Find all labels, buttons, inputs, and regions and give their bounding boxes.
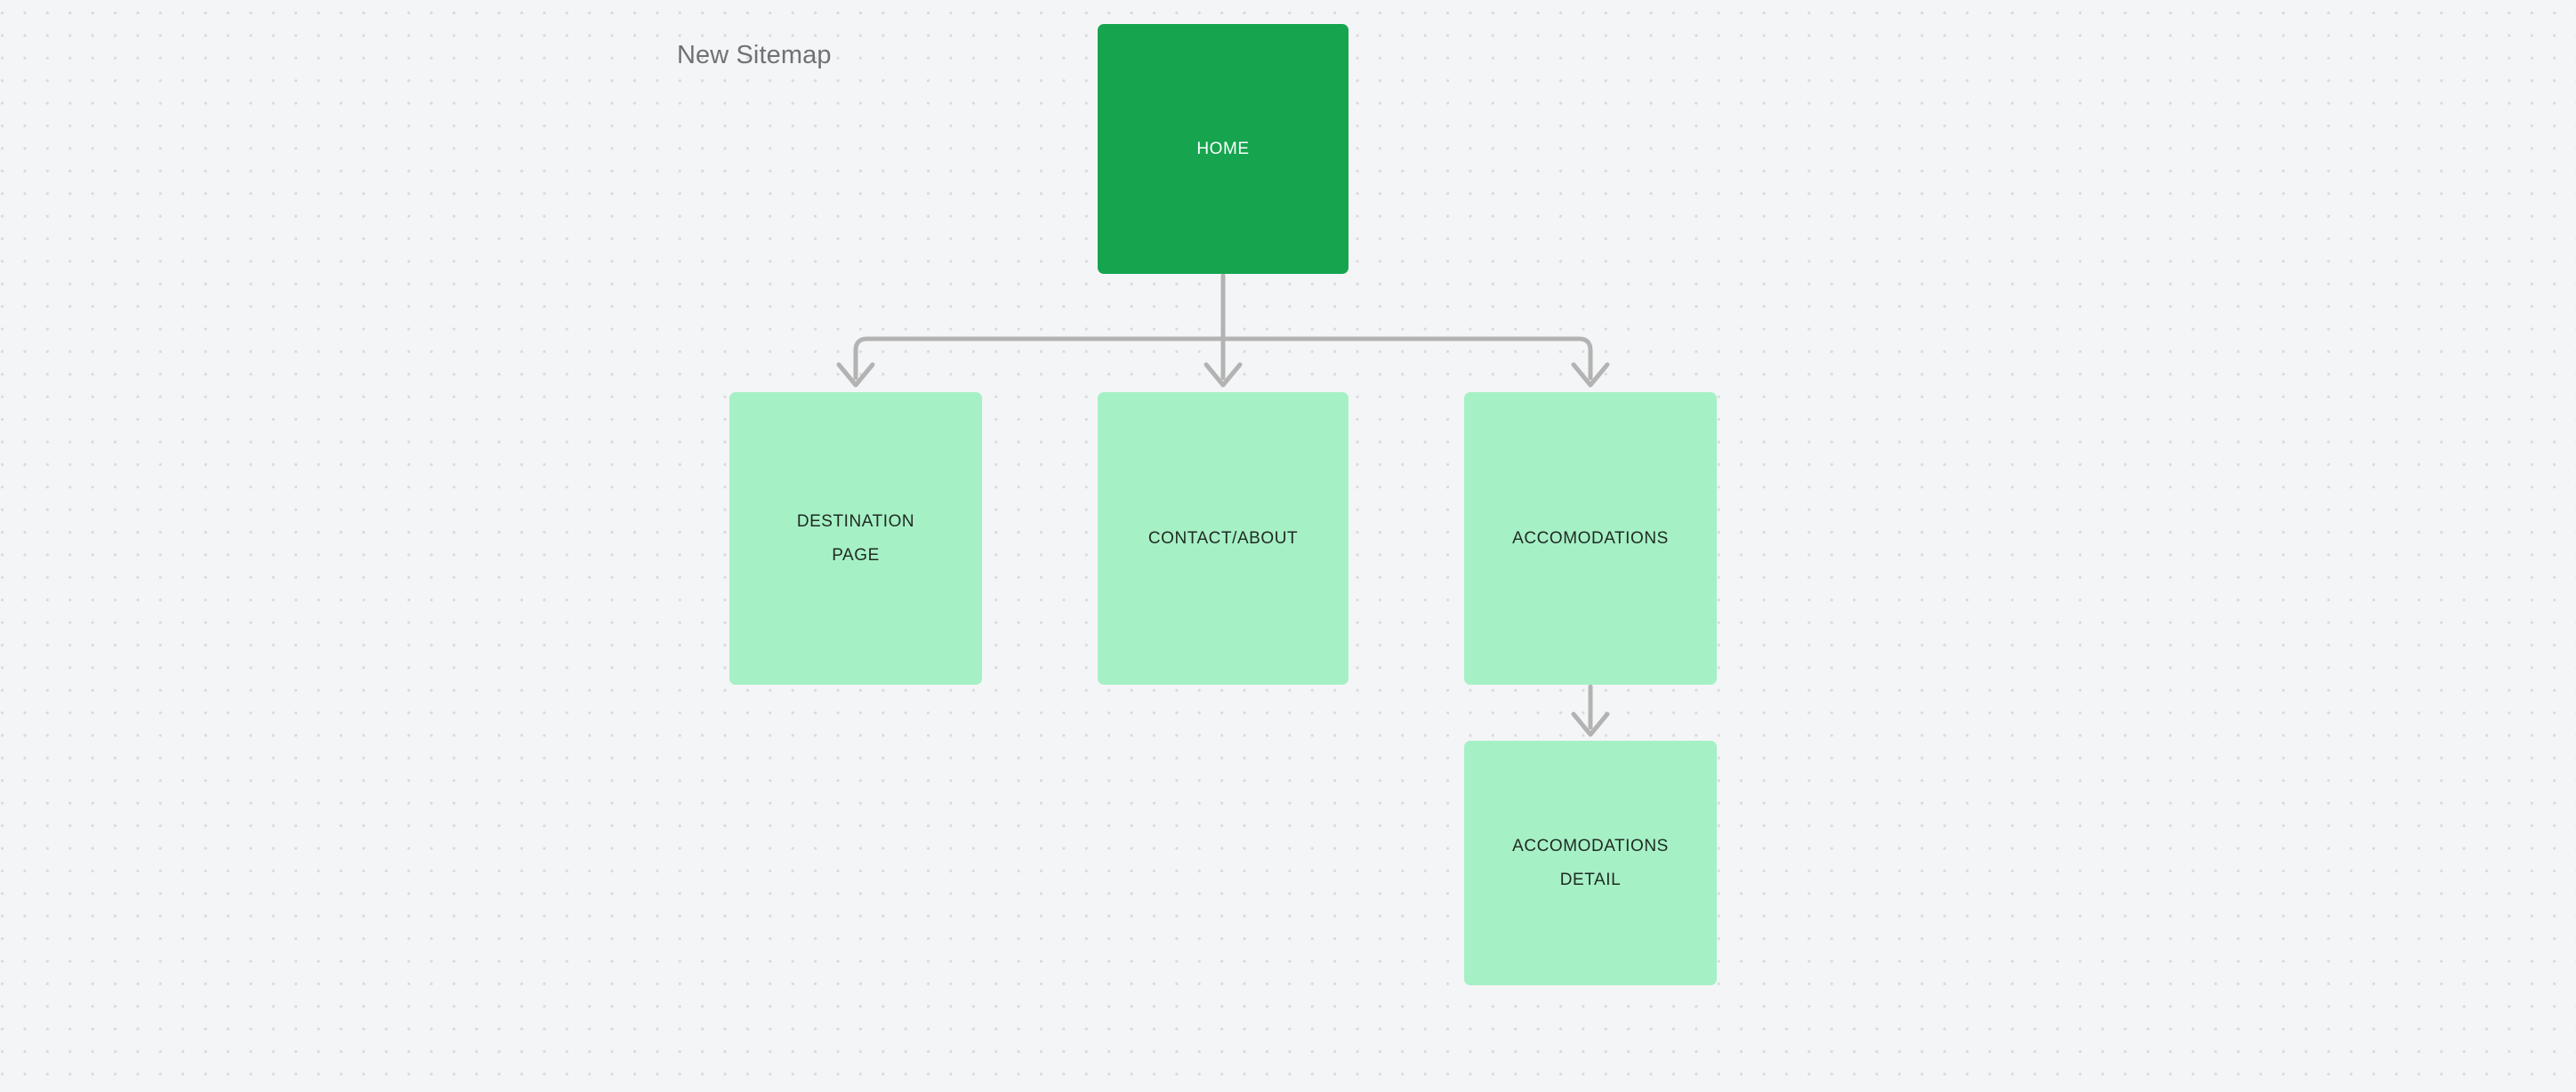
sitemap-node-accomodations[interactable]: ACCOMODATIONS: [1464, 392, 1717, 685]
sitemap-node-label: ACCOMODATIONS DETAIL: [1512, 836, 1669, 889]
sitemap-node-accomodations-detail[interactable]: ACCOMODATIONS DETAIL: [1464, 741, 1717, 985]
connector-home-to-accomodations: [1220, 336, 1593, 381]
sitemap-node-contact-about[interactable]: CONTACT/ABOUT: [1098, 392, 1348, 685]
connector-home-to-destination-page: [853, 336, 1226, 381]
sitemap-node-label: ACCOMODATIONS: [1512, 528, 1669, 548]
arrowhead-contact-about: [1203, 362, 1243, 388]
arrowhead-accomodations-detail: [1571, 711, 1610, 737]
arrowhead-destination-page: [836, 362, 875, 388]
sitemap-node-label: HOME: [1196, 139, 1250, 158]
sitemap-node-destination-page[interactable]: DESTINATION PAGE: [729, 392, 982, 685]
arrowhead-accomodations: [1571, 362, 1610, 388]
sitemap-node-home[interactable]: HOME: [1098, 24, 1348, 274]
sitemap-node-label: DESTINATION PAGE: [796, 511, 915, 565]
page-title: New Sitemap: [677, 41, 832, 69]
sitemap-node-label: CONTACT/ABOUT: [1147, 528, 1299, 548]
